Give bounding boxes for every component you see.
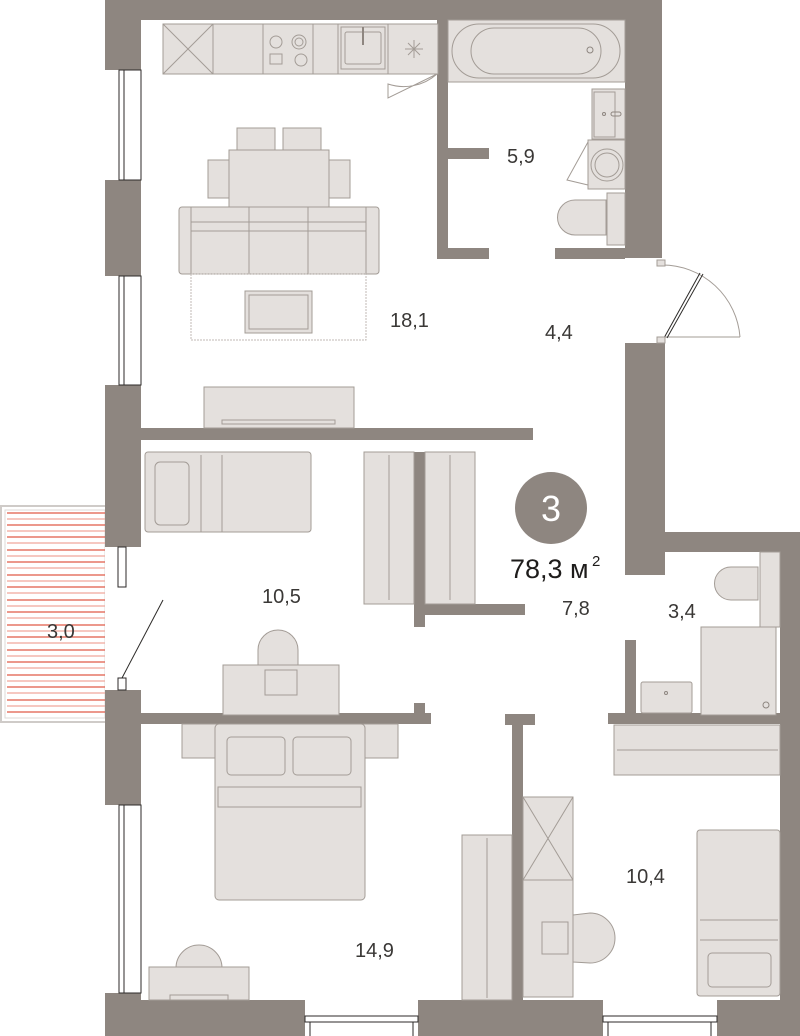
wardrobe-corridor <box>424 451 476 605</box>
area-label-hallway: 4,4 <box>545 322 573 344</box>
shower-cabin <box>700 626 777 716</box>
double-bed <box>181 723 399 901</box>
kitchen-counter <box>162 23 439 99</box>
dishwasher-icon <box>162 23 214 75</box>
walls <box>105 0 800 1036</box>
tv-stand <box>203 386 355 429</box>
window-master <box>118 804 142 994</box>
bedroom1-desk <box>222 629 340 716</box>
window-bottom-master <box>304 1000 419 1036</box>
toilet-fixture <box>714 551 781 628</box>
toilet-sink <box>640 681 693 714</box>
wardrobe-bedroom1 <box>363 451 415 605</box>
bathroom-sink <box>591 88 626 140</box>
balcony[interactable] <box>0 505 108 723</box>
room-count: 3 <box>541 488 561 529</box>
stove-icon <box>269 34 308 67</box>
dining-table <box>207 127 351 209</box>
area-label-bedroom1: 10,5 <box>262 586 301 608</box>
entrance-door[interactable] <box>625 258 741 344</box>
window-living <box>118 275 142 386</box>
balcony-door[interactable] <box>105 546 164 691</box>
total-area-value: 78,3 <box>510 554 563 584</box>
single-bed <box>144 451 312 533</box>
area-label-balcony: 3,0 <box>47 621 75 643</box>
room-count-badge: 3 <box>515 472 587 544</box>
hood-icon <box>405 40 423 58</box>
window-kitchen <box>118 69 142 181</box>
wardrobe-hall <box>613 724 781 776</box>
total-area-unit-sup: 2 <box>592 553 600 570</box>
area-label-master-bedroom: 14,9 <box>355 940 394 962</box>
rug <box>190 273 367 341</box>
bathroom-toilet <box>557 192 626 246</box>
single-bed-2 <box>696 829 781 997</box>
bedroom2-shelf <box>522 796 616 998</box>
total-area-unit: м <box>570 554 589 584</box>
area-label-toilet: 3,4 <box>668 601 696 623</box>
area-label-living: 18,1 <box>390 310 429 332</box>
total-area: 78,3 м 2 <box>510 553 600 584</box>
master-desk <box>148 944 250 1001</box>
sink-icon <box>340 26 386 70</box>
balcony-stripes <box>7 512 105 713</box>
sofa <box>178 206 380 275</box>
area-label-bathroom: 5,9 <box>507 146 535 168</box>
washing-machine <box>566 139 626 190</box>
area-label-bedroom2: 10,4 <box>626 866 665 888</box>
wardrobe-master <box>461 834 513 1001</box>
window-bottom-bedroom2 <box>602 1000 718 1036</box>
area-label-corridor: 7,8 <box>562 598 590 620</box>
bathtub <box>447 19 626 83</box>
